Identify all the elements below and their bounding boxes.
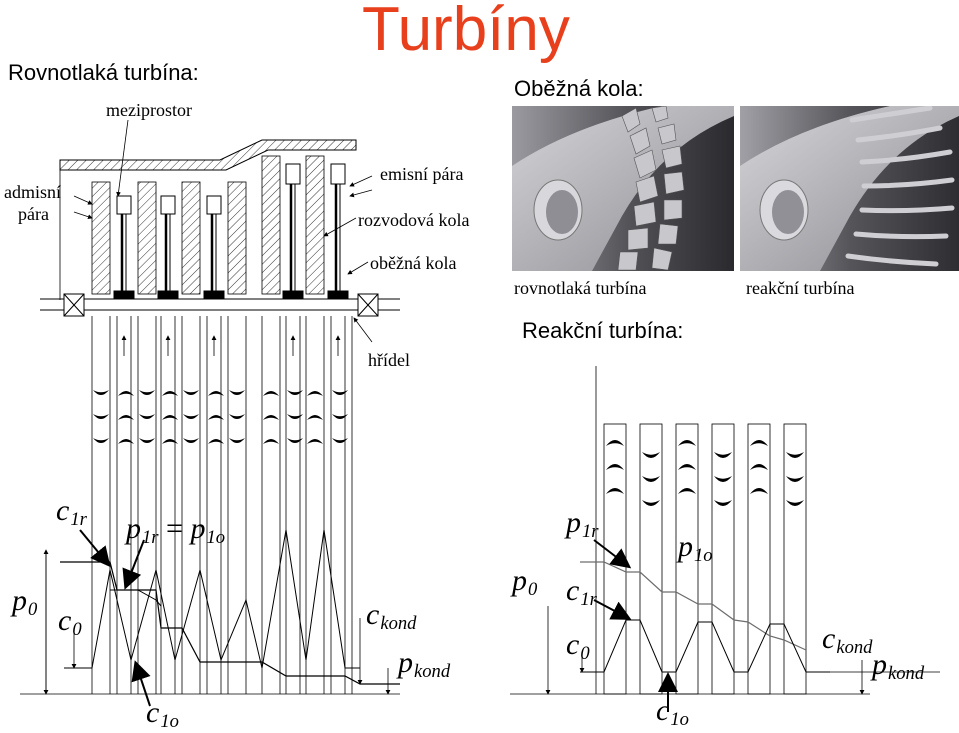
turbine-casing xyxy=(59,139,357,300)
caption-impulse-photo: rovnotlaká turbína xyxy=(514,278,647,298)
blade-profile xyxy=(93,414,109,419)
symbol-p0-left: p0 xyxy=(12,584,38,620)
label-meziprostor: meziprostor xyxy=(106,100,192,120)
blade-profile xyxy=(229,438,245,443)
reaction-reference-lines xyxy=(545,539,940,712)
blade-profile xyxy=(118,415,134,420)
blade-profile xyxy=(606,440,624,446)
blade-profile xyxy=(307,439,323,444)
blade-profile xyxy=(642,452,660,458)
impulse-rotor-photo xyxy=(512,106,734,271)
flow-arrows xyxy=(121,335,341,356)
blade-profile xyxy=(642,500,660,506)
blade-profile xyxy=(139,390,155,395)
blade-profile xyxy=(162,391,178,396)
blade-profile xyxy=(287,414,303,419)
rotor-discs xyxy=(113,163,349,300)
blade-profile xyxy=(606,488,624,494)
blade-profile xyxy=(786,476,804,482)
blade-profile xyxy=(263,391,279,396)
blade-profile xyxy=(263,415,279,420)
symbol-p1r-eq-p1o: p1r = p1o xyxy=(126,512,226,548)
shaft xyxy=(40,293,400,317)
blade-profile xyxy=(93,390,109,395)
blade-profile xyxy=(786,500,804,506)
reaction-rotor-photo xyxy=(740,106,959,271)
blade-profile xyxy=(162,439,178,444)
impulse-curves xyxy=(60,529,400,685)
impulse-stage-channels xyxy=(91,316,353,694)
blade-profile xyxy=(229,390,245,395)
blade-profile xyxy=(786,452,804,458)
blade-profile xyxy=(208,415,224,420)
symbol-pkond-left: pkond xyxy=(398,646,451,682)
blade-profile xyxy=(162,415,178,420)
blade-profile xyxy=(139,414,155,419)
symbol-c1r-right: c1r xyxy=(566,574,597,610)
blade-profile xyxy=(332,390,348,395)
heading-rotor-wheels: Oběžná kola: xyxy=(514,76,644,101)
symbol-ckond-left: ckond xyxy=(366,598,417,634)
caption-reaction-photo: reakční turbína xyxy=(746,278,855,298)
symbol-p0-right: p0 xyxy=(512,564,538,600)
reaction-velocity-curve xyxy=(580,619,830,673)
impulse-reference-lines xyxy=(20,529,400,707)
blade-profile xyxy=(678,488,696,494)
blade-profile xyxy=(208,439,224,444)
blade-profile xyxy=(714,500,732,506)
label-rozvodova-kola: rozvodová kola xyxy=(358,210,470,230)
symbol-p1r-right: p1r xyxy=(566,506,599,542)
guide-wheels xyxy=(91,155,325,295)
reaction-pressure-curve xyxy=(580,561,807,651)
heading-reaction-turbine: Reakční turbína: xyxy=(522,318,684,343)
blade-profile xyxy=(750,464,768,470)
blade-profile xyxy=(678,464,696,470)
blade-profile xyxy=(183,390,199,395)
heading-impulse-turbine: Rovnotlaká turbína: xyxy=(8,60,199,85)
label-para: pára xyxy=(18,204,49,224)
label-emisni-para: emisní pára xyxy=(380,164,464,184)
symbol-c1o-right: c1o xyxy=(656,694,689,730)
blade-profile xyxy=(183,438,199,443)
symbol-p1o-right: p1o xyxy=(678,530,713,566)
blade-profile xyxy=(714,452,732,458)
symbol-c1r-left: c1r xyxy=(56,494,87,530)
blade-profile xyxy=(118,439,134,444)
blade-rows xyxy=(93,390,804,506)
blade-profile xyxy=(606,464,624,470)
symbol-c0-left: c0 xyxy=(58,604,82,640)
blade-profile xyxy=(332,414,348,419)
blade-profile xyxy=(139,438,155,443)
blade-profile xyxy=(678,440,696,446)
symbol-c0-right: c0 xyxy=(566,628,590,664)
label-admisni: admisní xyxy=(4,182,61,202)
blade-profile xyxy=(208,391,224,396)
symbol-pkond-right: pkond xyxy=(872,648,925,684)
blade-profile xyxy=(229,414,245,419)
blade-profile xyxy=(642,476,660,482)
blade-profile xyxy=(118,391,134,396)
blade-profile xyxy=(93,438,109,443)
symbol-ckond-right: ckond xyxy=(822,622,873,658)
blade-profile xyxy=(750,488,768,494)
blade-profile xyxy=(307,391,323,396)
blade-profile xyxy=(183,414,199,419)
blade-profile xyxy=(750,440,768,446)
leader-lines-left xyxy=(73,119,373,343)
blade-profile xyxy=(287,390,303,395)
blade-profile xyxy=(714,476,732,482)
label-hridel: hřídel xyxy=(368,350,410,370)
blade-profile xyxy=(287,438,303,443)
blade-profile xyxy=(263,439,279,444)
blade-profile xyxy=(307,415,323,420)
page-title: Turbíny xyxy=(362,0,570,64)
blade-profile xyxy=(332,438,348,443)
label-obezna-kola: oběžná kola xyxy=(370,253,457,273)
reaction-stage-channels xyxy=(510,366,808,695)
